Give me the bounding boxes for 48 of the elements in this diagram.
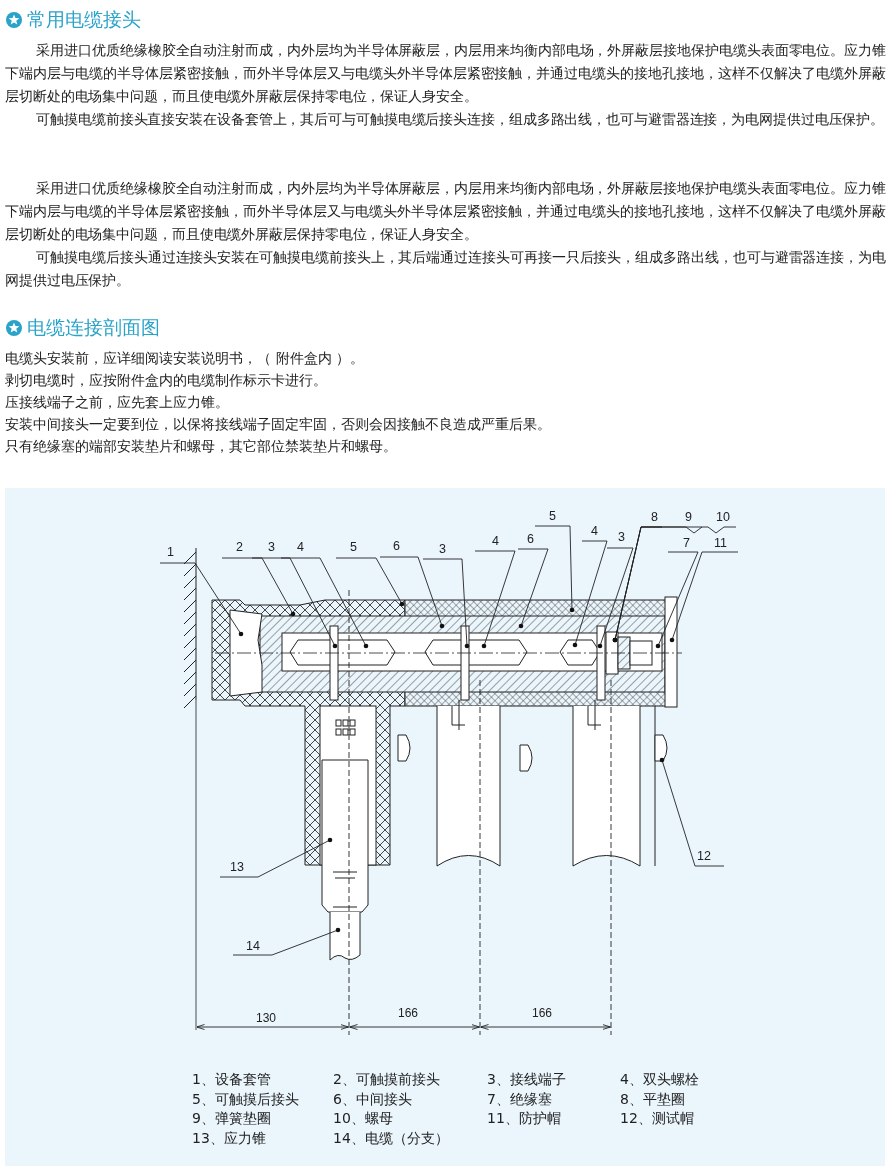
part-list-item: 4、双头螺栓 (620, 1071, 699, 1088)
note-text: 只有绝缘塞的端部安装垫片和螺母，其它部位禁装垫片和螺母。 (5, 437, 397, 456)
note-text: 剥切电缆时，应按附件盒内的电缆制作标示卡进行。 (5, 371, 327, 390)
part-list-item: 8、平垫圈 (620, 1091, 685, 1108)
callout-number: 13 (230, 860, 244, 874)
part-list-item: 9、弹簧垫圈 (192, 1110, 271, 1127)
callout-number: 12 (697, 849, 711, 863)
callout-number: 4 (591, 524, 598, 538)
callout-number: 5 (350, 540, 357, 554)
dimension-label: 166 (398, 1007, 419, 1020)
part-list-item: 2、可触摸前接头 (333, 1071, 440, 1088)
part-list-item: 1、设备套管 (192, 1071, 271, 1088)
paragraph: 可触摸电缆后接头通过连接头安装在可触摸电缆前接头上，其后端通过连接头可再接一只后接头，组成多路出线，也可与避雷器连接，为电网提供过电压保护。 (5, 248, 886, 290)
callout-number: 6 (527, 532, 534, 546)
paragraph: 采用进口优质绝缘橡胶全自动注射而成，内外层均为半导体屏蔽层，内层用来均衡内部电场，外屏蔽层接地保护电缆头表面零电位。应力锥下端内层与电缆的半导体层紧密接触，而外半导体层又与电缆头外半导体层紧密接触，并通过电缆头的接地孔接地，这样不仅解决了电缆外屏蔽层切断处的电场集中问题，而且使电缆外屏蔽层保持零电位，保证人身安全。 (5, 41, 886, 106)
part-list-item: 3、接线端子 (487, 1071, 566, 1088)
callout-number: 7 (683, 536, 690, 550)
part-list-item: 13、应力锥 (192, 1130, 266, 1147)
dimension-label: 130 (256, 1012, 277, 1025)
paragraph: 可触摸电缆前接头直接安装在设备套管上，其后可与可触摸电缆后接头连接，组成多路出线，也可与避雷器连接，为电网提供过电压保护。 (35, 110, 886, 129)
paragraph: 采用进口优质绝缘橡胶全自动注射而成，内外层均为半导体屏蔽层，内层用来均衡内部电场，外屏蔽层接地保护电缆头表面零电位。应力锥下端内层与电缆的半导体层紧密接触，而外半导体层又与电缆头外半导体层紧密接触，并通过电缆头的接地孔接地，这样不仅解决了电缆外屏蔽层切断处的电场集中问题，而且使电缆外屏蔽层保持零电位，保证人身安全。 (5, 179, 886, 244)
part-list-item: 11、防护帽 (487, 1110, 561, 1127)
section-heading: 电缆连接剖面图 (27, 315, 160, 340)
callout-number: 3 (268, 540, 275, 554)
callout-number: 1 (167, 545, 174, 559)
callout-number: 8 (651, 510, 658, 524)
callout-number: 10 (716, 510, 730, 524)
note-text: 电缆头安装前，应详细阅读安装说明书，（ 附件盒内 ）。 (5, 349, 365, 368)
callout-number: 5 (549, 509, 556, 523)
callout-number: 2 (236, 540, 243, 554)
callout-number: 4 (492, 534, 499, 548)
callout-number: 11 (714, 536, 727, 550)
part-list-item: 6、中间接头 (333, 1091, 412, 1108)
callout-number: 3 (618, 530, 625, 544)
part-list-item: 5、可触摸后接头 (192, 1091, 299, 1108)
callout-number: 6 (393, 539, 400, 553)
callout-number: 4 (297, 540, 304, 554)
part-list-item: 14、电缆（分支） (333, 1130, 449, 1147)
part-list-item: 10、螺母 (333, 1110, 393, 1127)
callout-number: 3 (439, 542, 446, 556)
note-text: 安装中间接头一定要到位，以保将接线端子固定牢固，否则会因接触不良造成严重后果。 (5, 415, 551, 434)
part-list-item: 7、绝缘塞 (487, 1091, 552, 1108)
note-text: 压接线端子之前，应先套上应力锥。 (5, 393, 229, 412)
dimension-label: 166 (532, 1007, 553, 1020)
callout-number: 9 (685, 510, 692, 524)
part-list-item: 12、测试帽 (620, 1110, 694, 1127)
section-heading: 常用电缆接头 (27, 7, 141, 32)
callout-number: 14 (246, 939, 260, 953)
